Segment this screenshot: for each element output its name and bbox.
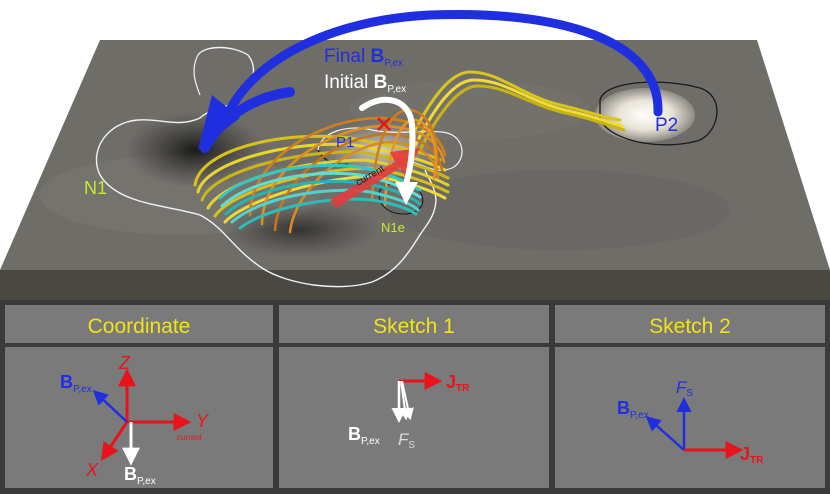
b-pex-arrow <box>645 416 685 451</box>
initial-field-arrow <box>359 96 418 205</box>
panel-body-sketch2 <box>555 347 825 488</box>
x-axis <box>101 421 129 461</box>
x-axis-label: X <box>85 460 99 480</box>
initial-field-label: Initial BP,ex <box>324 72 406 95</box>
sketch2-vectors <box>645 397 744 459</box>
region-label-p1: P1 <box>336 134 354 151</box>
b-pex-label: BP,ex <box>617 398 649 421</box>
j-tr-label: JTR <box>740 444 764 466</box>
panel-header-coordinate <box>5 305 273 343</box>
y-axis-label: Y <box>196 411 210 431</box>
final-field-label: Final BP,ex <box>324 46 403 69</box>
b-pex-blue-arrow <box>92 389 128 423</box>
x-marker-icon <box>377 117 391 131</box>
panel-body-coordinate <box>5 347 273 488</box>
region-label-p2: P2 <box>655 115 678 136</box>
f-s-label: FS <box>398 430 415 451</box>
f-s-label: FS <box>676 378 693 399</box>
j-tr-label: JTR <box>446 372 470 394</box>
panel-title-sketch1: Sketch 1 <box>373 315 455 338</box>
final-field-arrow <box>198 9 663 153</box>
b-pex-white-label: BP,ex <box>124 464 156 487</box>
b-pex-blue-label: BP,ex <box>60 372 92 395</box>
panel-header-sketch2 <box>555 305 825 343</box>
f-s-arrow <box>401 380 414 421</box>
sketch1-vectors <box>391 372 443 423</box>
b-pex-label: BP,ex <box>348 424 380 447</box>
panel-body-sketch1 <box>279 347 549 488</box>
region-label-n1e: N1e <box>381 220 405 235</box>
panel-header-sketch1 <box>279 305 549 343</box>
region-label-n1: N1 <box>84 178 107 198</box>
z-axis-label: Z <box>118 353 131 373</box>
panel-title-coordinate: Coordinate <box>88 315 191 338</box>
current-direction-label: current <box>177 433 203 442</box>
coordinate-axes <box>92 368 192 466</box>
panel-title-sketch2: Sketch 2 <box>649 315 731 338</box>
